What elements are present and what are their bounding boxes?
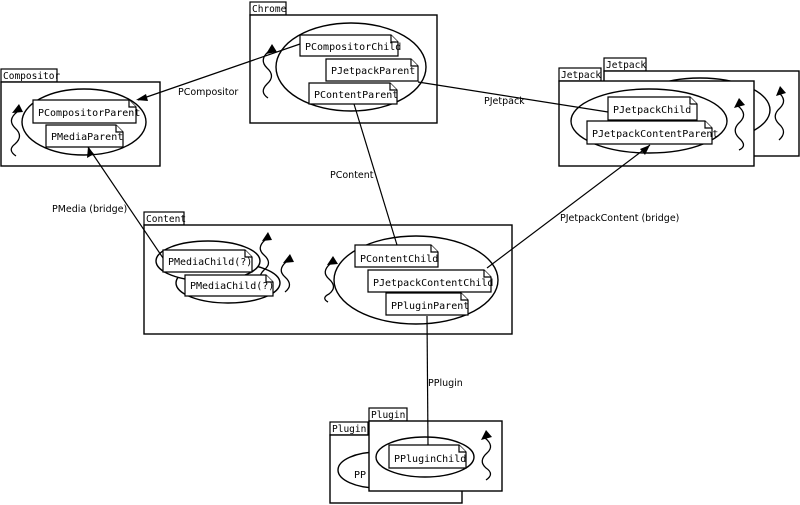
svg-text:PPluginChild: PPluginChild bbox=[394, 454, 466, 465]
svg-text:PJetpackParent: PJetpackParent bbox=[331, 66, 415, 77]
thread-squiggle-icon bbox=[324, 263, 335, 303]
arrowhead-icon bbox=[12, 104, 23, 113]
content-process: Content PMediaChild(?) PMediaChild(?) PC… bbox=[143, 211, 513, 335]
svg-text:PJetpackChild: PJetpackChild bbox=[613, 105, 691, 116]
p-compositor-parent-note: PCompositorParent bbox=[32, 99, 140, 124]
jetpack-tab-label: Jetpack bbox=[561, 70, 601, 81]
plugin-back-tab-label: Plugin bbox=[332, 424, 366, 435]
p-content-child-note: PContentChild bbox=[354, 244, 439, 268]
jetpack-back-tab-label: Jetpack bbox=[606, 60, 646, 71]
svg-text:PMediaChild(?): PMediaChild(?) bbox=[190, 281, 274, 292]
svg-text:PCompositorParent: PCompositorParent bbox=[38, 108, 140, 119]
edge-label-pjetpack: PJetpack bbox=[484, 96, 525, 107]
edge-label-pjetpackcontent-bridge: PJetpackContent (bridge) bbox=[560, 213, 679, 224]
p-media-child-note-1: PMediaChild(?) bbox=[162, 249, 253, 273]
thread-squiggle-icon bbox=[774, 91, 785, 141]
svg-text:PMediaChild(?): PMediaChild(?) bbox=[168, 257, 252, 268]
compositor-tab-label: Compositor bbox=[3, 71, 60, 82]
p-content-parent-note: PContentParent bbox=[308, 82, 398, 105]
thread-squiggle-icon bbox=[262, 51, 273, 99]
arrowhead-icon bbox=[136, 94, 148, 101]
p-media-child-note-2: PMediaChild(?) bbox=[184, 274, 274, 297]
thread-squiggle-icon bbox=[734, 105, 745, 151]
thread-squiggle-icon bbox=[481, 437, 492, 481]
svg-text:PContentChild: PContentChild bbox=[360, 254, 438, 265]
svg-text:PCompositorChild: PCompositorChild bbox=[305, 42, 401, 53]
p-plugin-child-note: PPluginChild bbox=[388, 444, 467, 469]
edge-label-pplugin: PPlugin bbox=[428, 378, 463, 389]
plugin-process: Plugin PPluginChild bbox=[368, 407, 503, 492]
thread-squiggle-icon bbox=[10, 111, 21, 157]
svg-text:PMediaParent: PMediaParent bbox=[51, 132, 123, 143]
thread-squiggle-icon bbox=[280, 261, 291, 293]
arrowhead-icon bbox=[481, 430, 492, 440]
p-jetpack-parent-note: PJetpackParent bbox=[325, 58, 419, 82]
chrome-tab-label: Chrome bbox=[252, 4, 287, 15]
arrowhead-icon bbox=[266, 44, 277, 54]
p-jetpack-child-note: PJetpackChild bbox=[607, 96, 698, 121]
p-jetpack-content-child-note: PJetpackContentChild bbox=[367, 269, 493, 293]
p-plugin-parent-note: PPluginParent bbox=[385, 292, 469, 316]
plugin-tab-label: Plugin bbox=[371, 410, 405, 421]
p-compositor-child-note: PCompositorChild bbox=[299, 34, 401, 57]
edge-label-pcontent: PContent bbox=[330, 170, 374, 181]
svg-text:PPluginParent: PPluginParent bbox=[391, 301, 469, 312]
arrowhead-icon bbox=[283, 254, 294, 263]
compositor-process: Compositor PCompositorParent PMediaParen… bbox=[0, 68, 161, 167]
edges: PCompositor PJetpack PContent PMedia (br… bbox=[52, 43, 679, 446]
content-tab-label: Content bbox=[146, 214, 186, 225]
svg-text:PJetpackContentChild: PJetpackContentChild bbox=[373, 278, 493, 289]
arrowhead-icon bbox=[640, 145, 650, 155]
arrowhead-icon bbox=[87, 147, 94, 158]
p-media-parent-note: PMediaParent bbox=[45, 124, 124, 148]
arrowhead-icon bbox=[262, 232, 272, 241]
arrowhead-icon bbox=[776, 86, 786, 96]
svg-text:PContentParent: PContentParent bbox=[314, 90, 398, 101]
svg-text:PJetpackContentParent: PJetpackContentParent bbox=[592, 129, 718, 140]
chrome-process: Chrome PCompositorChild PJetpackParent P… bbox=[249, 1, 438, 124]
arrowhead-icon bbox=[327, 256, 338, 265]
edge-label-pmedia-bridge: PMedia (bridge) bbox=[52, 204, 127, 215]
jetpack-process: Jetpack PJetpackChild PJetpackContentPar… bbox=[558, 67, 755, 167]
p-jetpack-content-parent-note: PJetpackContentParent bbox=[586, 120, 718, 145]
arrowhead-icon bbox=[734, 98, 745, 108]
edge-label-pcompositor: PCompositor bbox=[178, 87, 238, 98]
plugin-back-truncated-label: PP bbox=[354, 470, 366, 481]
